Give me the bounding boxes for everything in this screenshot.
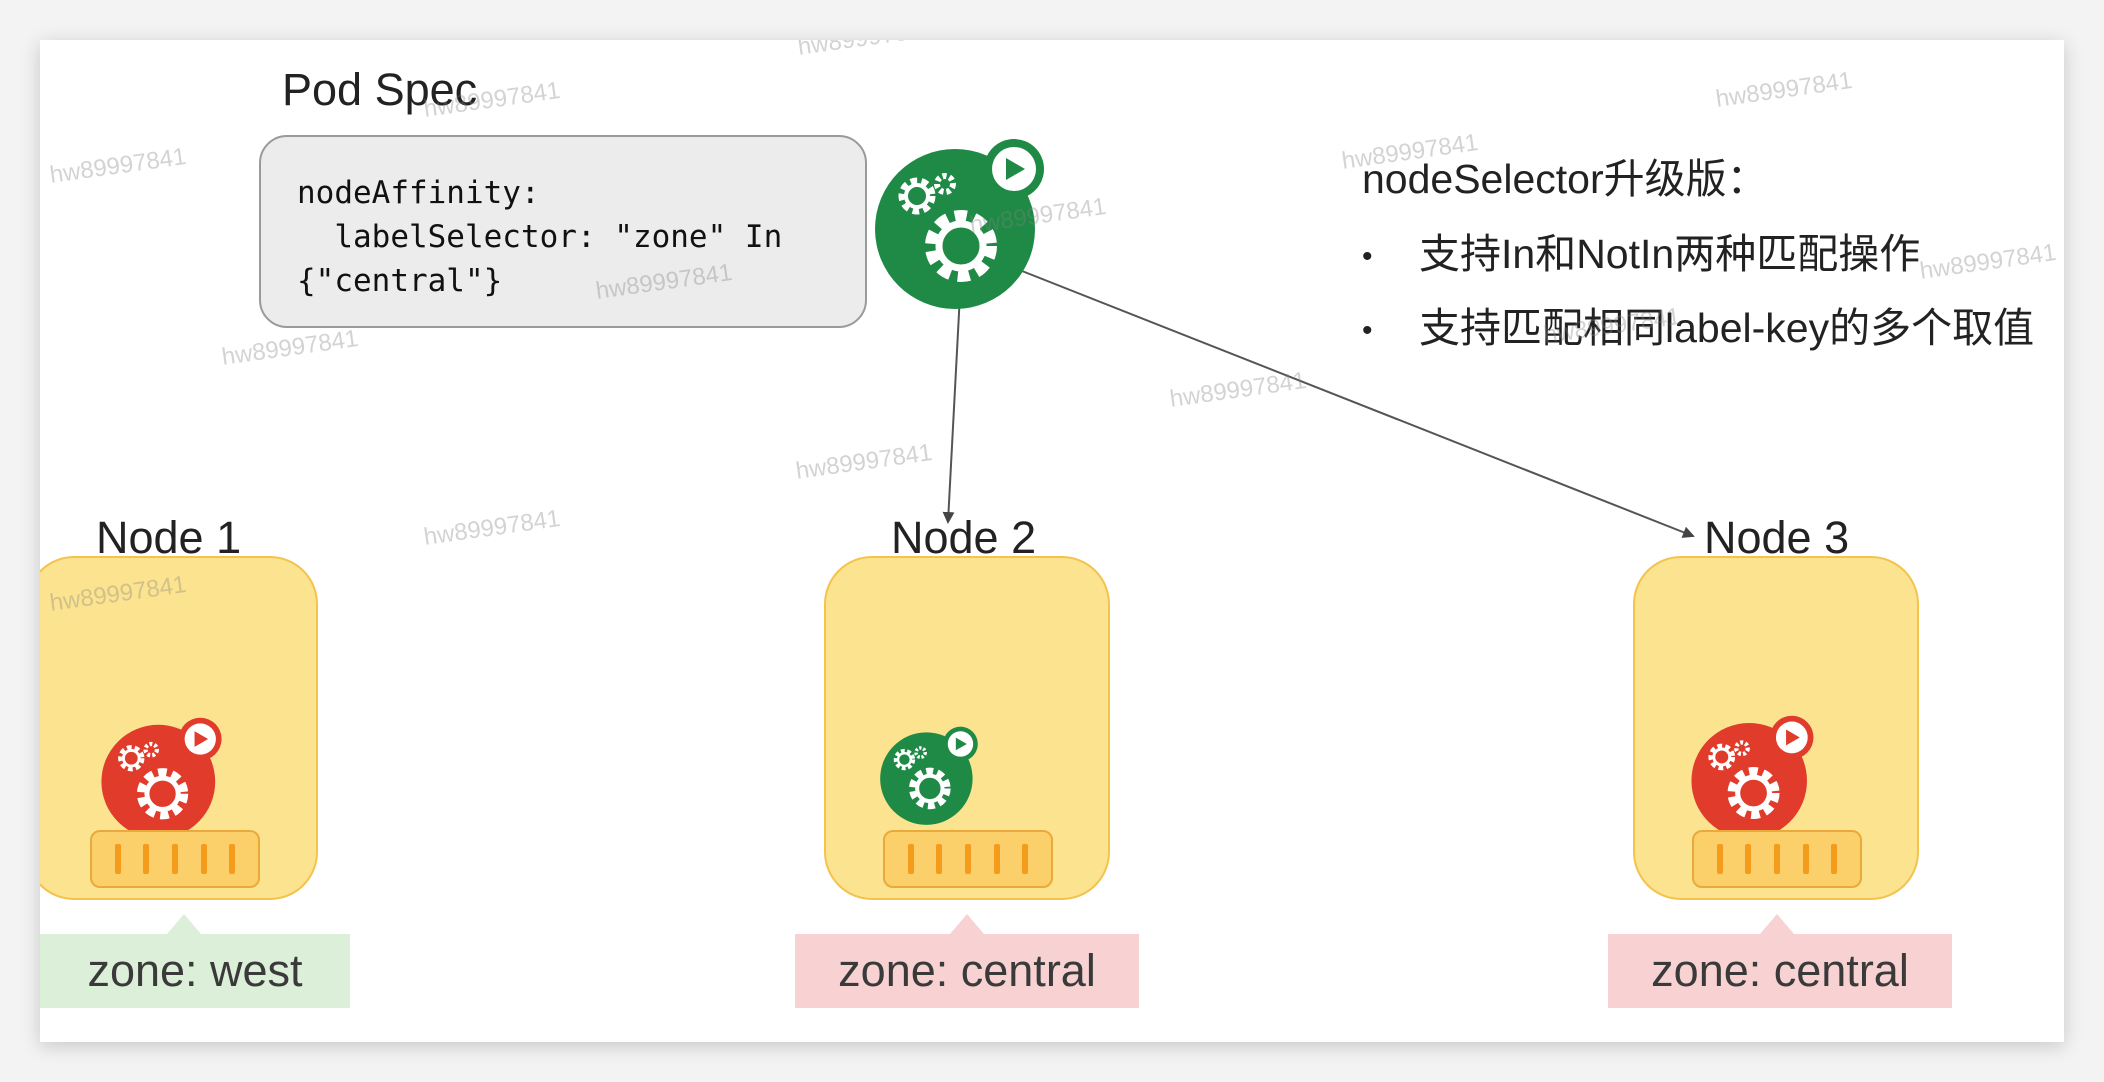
rack-bar: [1745, 844, 1752, 874]
node-3-zone-label: zone: central: [1608, 934, 1952, 1008]
rack-bar: [1022, 844, 1029, 874]
node-2-rack: [883, 830, 1053, 888]
rack-bar: [1802, 844, 1809, 874]
note-text: 支持匹配相同label-key的多个取值: [1419, 305, 2035, 351]
node-2-title: Node 2: [891, 512, 1037, 563]
node-2-label-pointer: [950, 914, 984, 934]
rack-bar: [964, 844, 971, 874]
pod-icon: [880, 726, 978, 825]
rack-bar: [143, 844, 150, 874]
notes-heading: nodeSelector升级版：: [1362, 156, 1768, 202]
rack-bar: [229, 844, 236, 874]
node-1-title: Node 1: [96, 512, 242, 563]
rack-bar: [1773, 844, 1780, 874]
rack-bar: [114, 844, 121, 874]
pod-icon: [875, 139, 1044, 309]
pod-icon: [101, 717, 222, 839]
note-item: • 支持In和NotIn两种匹配操作: [1362, 220, 1920, 280]
slide: Pod Spec nodeAffinity: labelSelector: "z…: [40, 40, 2064, 1042]
code-line: labelSelector: "zone" In: [297, 219, 783, 255]
connector-arrows: [942, 270, 1695, 538]
arrow-to-node-2: [942, 293, 961, 524]
pod-spec-code-box: nodeAffinity: labelSelector: "zone" In {…: [259, 135, 867, 328]
node-2-zone-label: zone: central: [795, 934, 1139, 1008]
pod-spec-title: Pod Spec: [282, 64, 478, 115]
node-1-label-pointer: [167, 914, 201, 934]
note-text: 支持In和NotIn两种匹配操作: [1419, 231, 1921, 277]
rack-bar: [1831, 844, 1838, 874]
note-item: • 支持匹配相同label-key的多个取值: [1362, 294, 2034, 354]
rack-bar: [907, 844, 914, 874]
rack-bar: [993, 844, 1000, 874]
rack-bar: [1716, 844, 1723, 874]
node-1-rack: [90, 830, 260, 888]
pod-icon: [1691, 715, 1814, 839]
rack-bar: [936, 844, 943, 874]
bullet-icon: •: [1362, 314, 1373, 348]
node-1-zone-label: zone: west: [40, 934, 350, 1008]
bullet-icon: •: [1362, 240, 1373, 274]
code-line: {"central"}: [297, 263, 503, 299]
node-3-rack: [1692, 830, 1862, 888]
node-3-label-pointer: [1760, 914, 1794, 934]
rack-bar: [171, 844, 178, 874]
code-line: nodeAffinity:: [297, 175, 540, 211]
node-3-title: Node 3: [1704, 512, 1850, 563]
rack-bar: [200, 844, 207, 874]
arrow-to-node-3: [1021, 270, 1695, 538]
